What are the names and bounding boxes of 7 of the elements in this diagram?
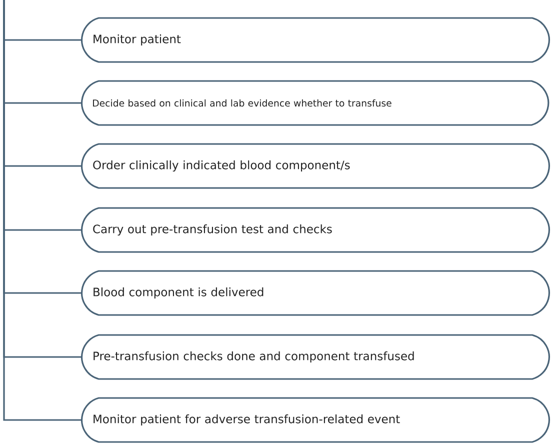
step-box: Blood component is delivered — [81, 270, 550, 316]
step-box: Order clinically indicated blood component/s — [81, 143, 550, 189]
step-box: Monitor patient for adverse transfusion-related event — [81, 397, 550, 443]
step-box: Monitor patient — [81, 17, 550, 63]
step-box: Decide based on clinical and lab evidence whether to transfuse — [81, 80, 550, 126]
step-box: Carry out pre-transfusion test and checks — [81, 207, 550, 253]
step-box: Pre-transfusion checks done and component transfused — [81, 334, 550, 380]
